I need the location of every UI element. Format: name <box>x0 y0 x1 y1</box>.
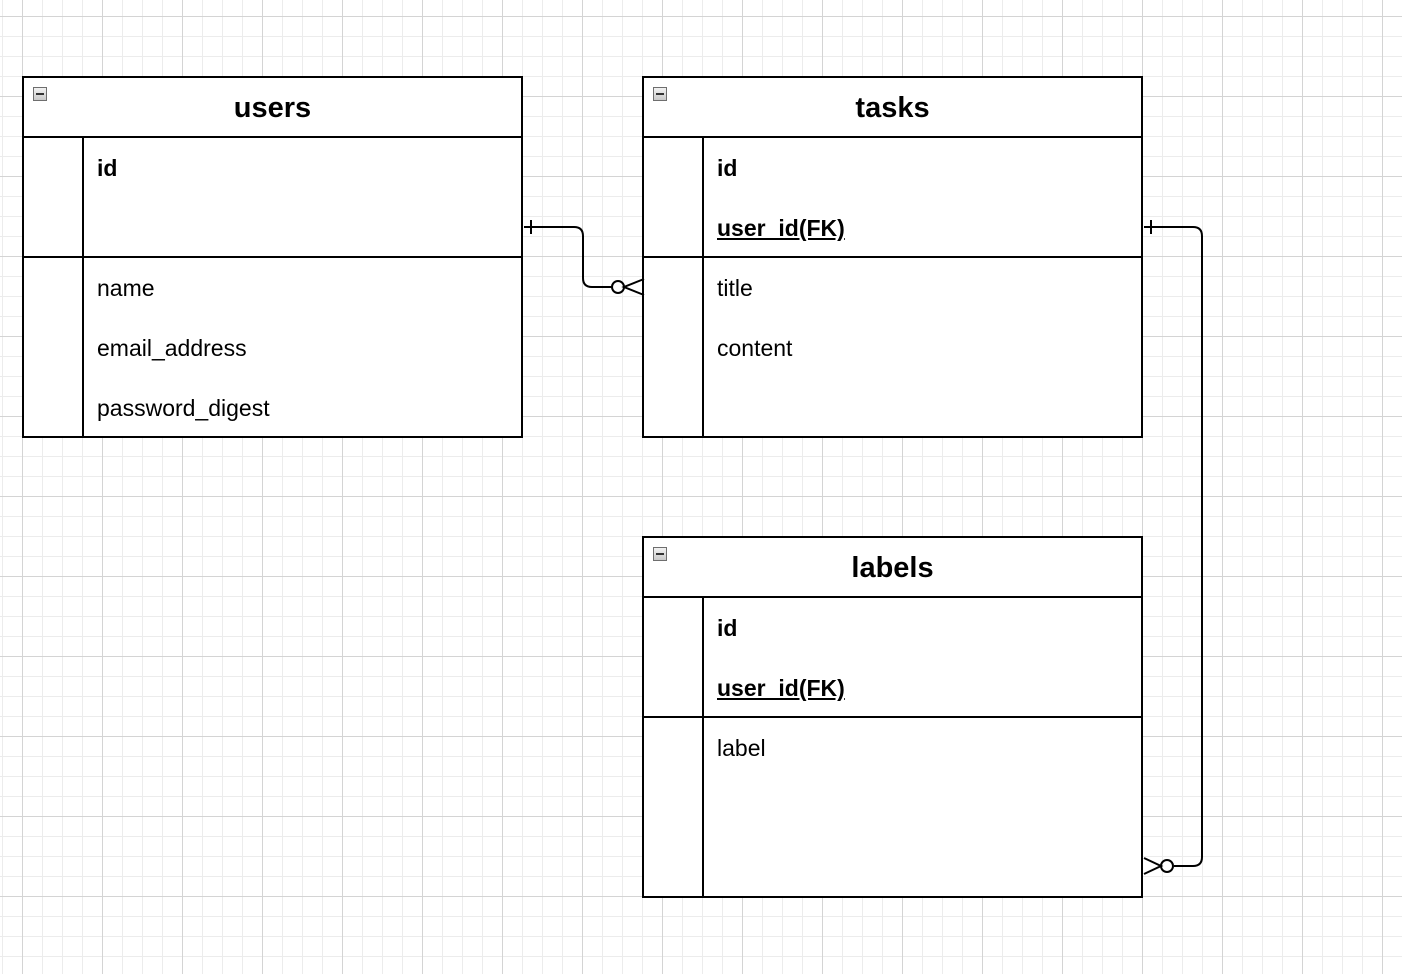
zero-marker-icon <box>1160 859 1174 873</box>
collapse-icon[interactable] <box>653 87 667 101</box>
entity-title: tasks <box>855 92 930 124</box>
field-email-address: email_address <box>97 335 247 361</box>
tasks-entity[interactable]: tasks id user_id(FK) title content <box>642 76 1143 438</box>
relationship-line <box>1144 226 1203 867</box>
field-content: content <box>717 335 793 361</box>
field-id: id <box>717 615 738 641</box>
collapse-icon[interactable] <box>33 87 47 101</box>
primary-key-section: id <box>24 138 521 258</box>
users-tasks-relationship[interactable] <box>524 220 645 296</box>
field-id: id <box>717 155 738 181</box>
field-id: id <box>97 155 118 181</box>
field-label: label <box>717 735 766 761</box>
primary-key-section: id user_id(FK) <box>644 598 1141 718</box>
collapse-icon[interactable] <box>653 547 667 561</box>
field-title: title <box>717 275 753 301</box>
entity-title: labels <box>851 552 934 584</box>
users-header: users <box>24 78 521 138</box>
crows-foot-icon <box>1143 857 1164 875</box>
field-name: name <box>97 275 155 301</box>
field-password-digest: password_digest <box>97 395 270 421</box>
attributes-section: title content <box>644 258 1141 438</box>
tasks-header: tasks <box>644 78 1141 138</box>
entity-title: users <box>233 92 312 124</box>
primary-key-section: id user_id(FK) <box>644 138 1141 258</box>
users-entity[interactable]: users id name email_address password_dig… <box>22 76 523 438</box>
field-user-id-fk: user_id(FK) <box>717 675 845 701</box>
crows-foot-icon <box>621 278 645 296</box>
labels-entity[interactable]: labels id user_id(FK) label <box>642 536 1143 898</box>
labels-header: labels <box>644 538 1141 598</box>
attributes-section: name email_address password_digest <box>24 258 521 438</box>
field-user-id-fk: user_id(FK) <box>717 215 845 241</box>
tasks-labels-relationship[interactable] <box>1143 220 1203 875</box>
attributes-section: label <box>644 718 1141 898</box>
relationship-line <box>524 226 612 288</box>
zero-marker-icon <box>611 280 625 294</box>
